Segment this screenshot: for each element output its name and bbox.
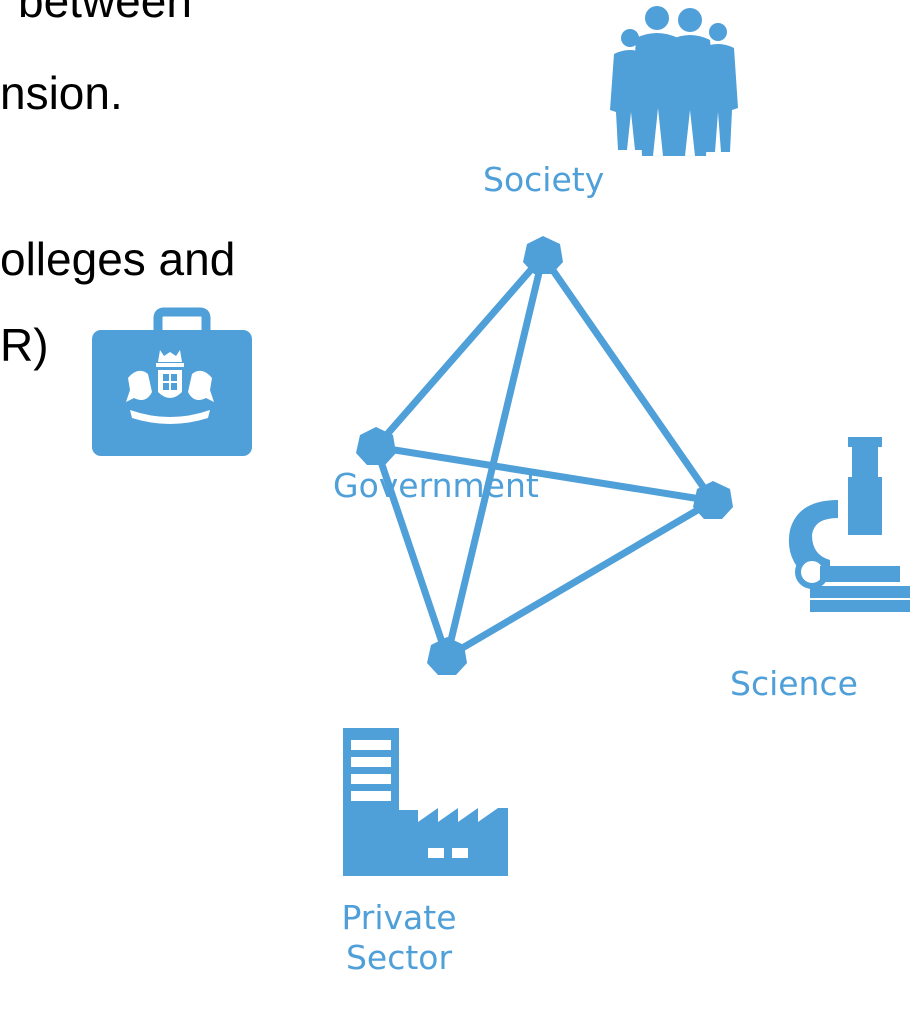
people-icon	[610, 6, 738, 156]
edge-society-private	[443, 252, 547, 661]
network-edges	[372, 252, 717, 661]
private-sector-label: Private Sector	[320, 898, 478, 977]
slide-text-line-3: olleges and	[0, 233, 236, 285]
node-society	[523, 236, 563, 274]
private-sector-label-line-1: Private	[341, 898, 457, 937]
government-label: Government	[333, 466, 539, 505]
node-government	[356, 427, 396, 465]
edge-society-science	[539, 252, 717, 505]
slide-text-line-4: R)	[0, 319, 49, 371]
slide-text-line-2: nsion.	[0, 67, 123, 119]
edge-society-government	[372, 252, 547, 451]
microscope-icon	[788, 437, 910, 612]
science-label: Science	[730, 664, 858, 703]
network-nodes	[356, 236, 733, 675]
slide-text-line-1: between	[18, 0, 192, 27]
private-sector-label-line-2: Sector	[345, 937, 453, 977]
factory-icon	[343, 728, 508, 876]
node-science	[693, 481, 733, 519]
briefcase-crest-icon	[92, 307, 252, 456]
node-private	[427, 637, 467, 675]
edge-government-science	[372, 443, 717, 505]
society-label: Society	[483, 160, 605, 199]
edge-science-private	[443, 497, 717, 661]
edge-government-private	[372, 443, 451, 661]
